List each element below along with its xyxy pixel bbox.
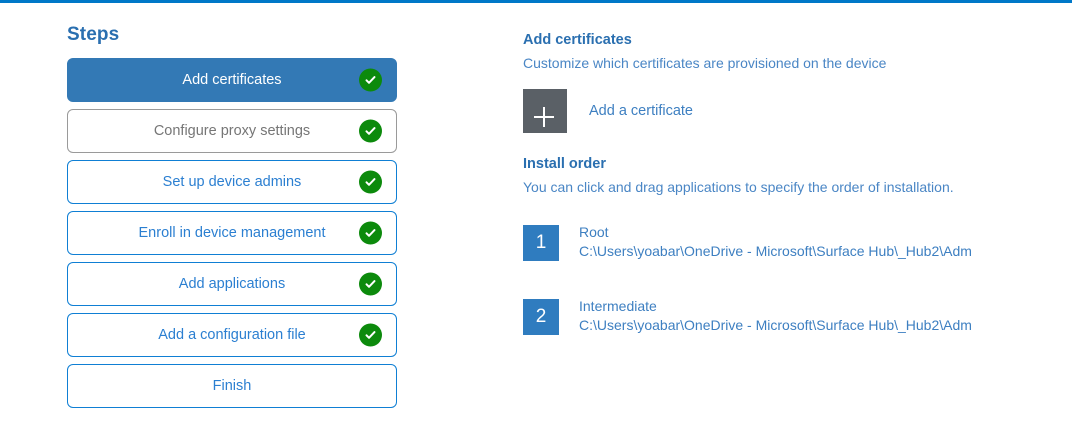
steps-panel-title: Steps	[67, 24, 120, 45]
step-label: Enroll in device management	[138, 224, 326, 241]
step-button-set-up-device-admins[interactable]: Set up device admins	[67, 160, 397, 204]
install-order-name: Intermediate	[579, 297, 657, 314]
install-order-number: 1	[523, 224, 559, 261]
install-order-text: Intermediate C:\Users\yoabar\OneDrive - …	[579, 297, 972, 335]
step-button-add-certificates[interactable]: Add certificates	[67, 58, 397, 102]
detail-pane: Add certificates Customize which certifi…	[523, 31, 1072, 371]
check-circle-icon	[359, 68, 382, 92]
install-order-number: 2	[523, 298, 559, 335]
plus-icon	[523, 89, 567, 134]
step-label: Set up device admins	[162, 173, 302, 190]
install-order-name: Root	[579, 223, 609, 240]
step-button-add-applications[interactable]: Add applications	[67, 262, 397, 306]
step-label: Configure proxy settings	[153, 122, 311, 139]
check-circle-icon	[359, 170, 382, 194]
step-button-finish[interactable]: Finish	[67, 364, 397, 408]
install-order-section: Install order You can click and drag app…	[523, 155, 1072, 335]
top-accent-rule	[0, 0, 1072, 3]
step-label: Finish	[212, 377, 252, 394]
add-certificates-subtitle: Customize which certificates are provisi…	[523, 55, 887, 72]
step-button-enroll-in-device-management[interactable]: Enroll in device management	[67, 211, 397, 255]
check-circle-icon	[359, 272, 382, 296]
check-circle-icon	[359, 221, 382, 245]
check-circle-icon	[359, 119, 382, 143]
step-label: Add a configuration file	[158, 326, 306, 343]
install-order-list: 1 Root C:\Users\yoabar\OneDrive - Micros…	[523, 223, 1072, 335]
add-a-certificate-label: Add a certificate	[589, 103, 693, 120]
install-order-path: C:\Users\yoabar\OneDrive - Microsoft\Sur…	[579, 316, 972, 333]
step-label: Add certificates	[182, 71, 282, 88]
step-button-configure-proxy-settings[interactable]: Configure proxy settings	[67, 109, 397, 153]
install-order-text: Root C:\Users\yoabar\OneDrive - Microsof…	[579, 223, 972, 261]
step-label: Add applications	[178, 275, 286, 292]
install-order-heading: Install order	[523, 156, 606, 173]
install-order-subtitle: You can click and drag applications to s…	[523, 179, 954, 196]
install-order-item[interactable]: 1 Root C:\Users\yoabar\OneDrive - Micros…	[523, 223, 1072, 261]
check-circle-icon	[359, 323, 382, 347]
add-a-certificate-button[interactable]: Add a certificate	[523, 89, 773, 134]
step-button-add-a-configuration-file[interactable]: Add a configuration file	[67, 313, 397, 357]
install-order-item[interactable]: 2 Intermediate C:\Users\yoabar\OneDrive …	[523, 297, 1072, 335]
steps-panel: Steps Add certificates Configure proxy s…	[67, 24, 397, 415]
install-order-path: C:\Users\yoabar\OneDrive - Microsoft\Sur…	[579, 242, 972, 259]
add-certificates-heading: Add certificates	[523, 32, 632, 48]
